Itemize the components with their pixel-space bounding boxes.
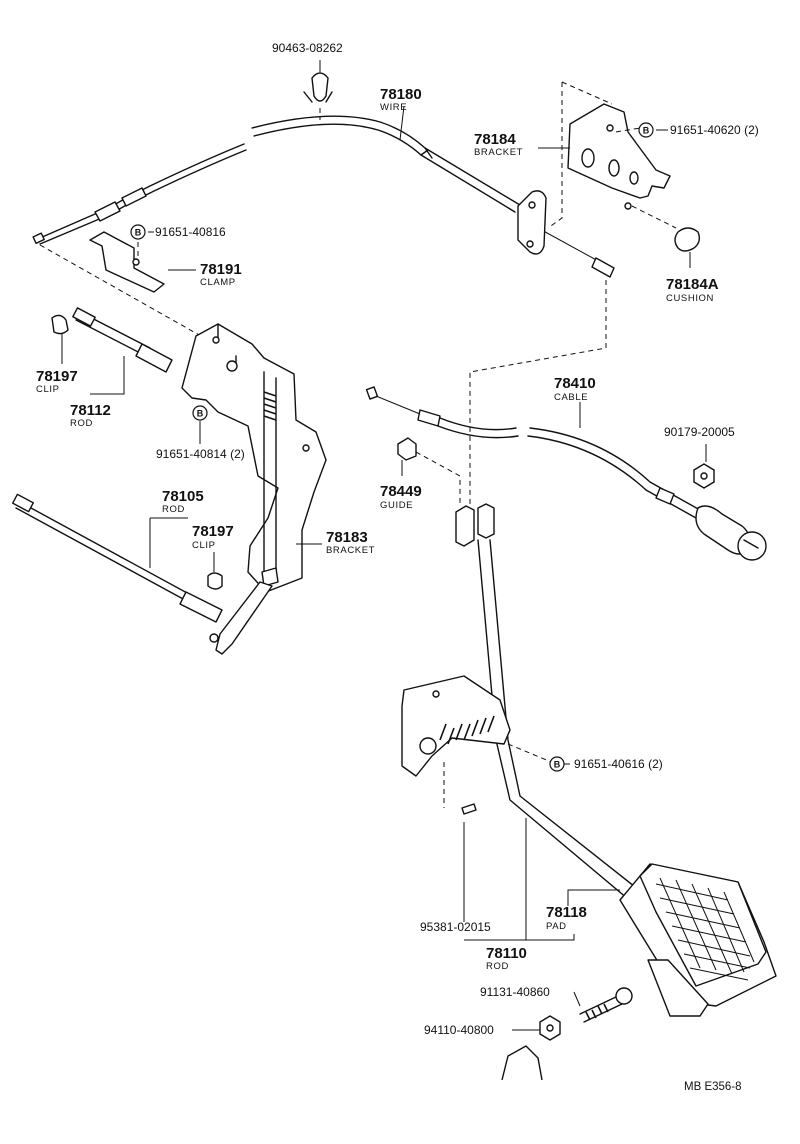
lower-stub — [501, 1045, 543, 1081]
label-78105: 78105 — [162, 488, 204, 505]
wire-78180 — [32, 115, 615, 278]
label-78118: 78118 — [546, 904, 587, 921]
label-91651-40816: 91651-40816 — [155, 225, 226, 239]
svg-text:B: B — [135, 228, 142, 238]
clamp-78191 — [89, 231, 165, 293]
caption-clip-left: CLIP — [36, 384, 60, 395]
label-78112: 78112 — [70, 402, 111, 419]
label-78449: 78449 — [380, 483, 422, 500]
label-78110: 78110 — [486, 945, 527, 962]
caption-bracket-mid: BRACKET — [326, 545, 375, 556]
b-marker-top-right: B — [638, 122, 654, 138]
clip-78197-left — [51, 314, 69, 335]
label-78197-left: 78197 — [36, 368, 78, 385]
nut-90179-20005 — [693, 463, 715, 489]
pin-95381-02015 — [461, 803, 477, 815]
pad-texture — [655, 877, 755, 981]
nut-94110-40800 — [539, 1015, 561, 1041]
svg-text:B: B — [554, 760, 561, 770]
wire-plate — [517, 190, 547, 255]
caption-cable: CABLE — [554, 392, 588, 403]
label-90179-20005: 90179-20005 — [664, 425, 735, 439]
caption-clamp: CLAMP — [200, 277, 236, 288]
caption-clip-lower: CLIP — [192, 540, 216, 551]
label-95381-02015: 95381-02015 — [420, 920, 491, 934]
label-78191: 78191 — [200, 261, 242, 278]
svg-text:B: B — [197, 409, 204, 419]
label-78184A: 78184A — [666, 276, 719, 293]
caption-rod-left: ROD — [70, 418, 93, 429]
caption-rod-lower: ROD — [162, 504, 185, 515]
leader-lines — [61, 105, 707, 1031]
cable-78410 — [365, 386, 767, 561]
pedal-rod-78110 — [455, 503, 645, 905]
label-91131-40860: 91131-40860 — [480, 985, 550, 999]
label-78410: 78410 — [554, 375, 596, 392]
bolt-91131-40860 — [579, 987, 633, 1023]
guide-78449 — [397, 437, 461, 506]
rod-78105 — [12, 493, 223, 623]
clip-90463-08262 — [303, 60, 333, 120]
label-78184: 78184 — [474, 131, 516, 148]
b-marker-bracket: B — [192, 405, 208, 421]
rod-78112 — [72, 307, 173, 373]
pad-78118 — [619, 863, 777, 1017]
label-78197-lower: 78197 — [192, 523, 234, 540]
svg-text:B: B — [643, 126, 650, 136]
caption-rod-pedal: ROD — [486, 961, 509, 972]
caption-pad: PAD — [546, 921, 567, 932]
cushion-78184A — [674, 227, 701, 252]
label-94110-40800: 94110-40800 — [424, 1023, 494, 1037]
bracket-78184 — [547, 81, 677, 229]
label-91651-40616: 91651-40616 (2) — [574, 757, 663, 771]
drawing-reference: MB E356-8 — [684, 1081, 742, 1093]
caption-cushion: CUSHION — [666, 293, 714, 304]
bracket-78183 — [181, 323, 327, 655]
caption-bracket-top: BRACKET — [474, 147, 523, 158]
clip-78197-lower — [207, 572, 223, 590]
b-marker-clamp: B — [130, 224, 146, 240]
caption-guide: GUIDE — [380, 500, 413, 511]
leader-dash — [469, 280, 607, 520]
pedal-bracket — [401, 675, 557, 808]
label-78180: 78180 — [380, 86, 422, 103]
label-90463-08262: 90463-08262 — [272, 41, 343, 55]
b-marker-pedal: B — [549, 756, 565, 772]
caption-wire: WIRE — [380, 102, 407, 113]
label-91651-40814: 91651-40814 (2) — [156, 447, 245, 461]
label-91651-40620: 91651-40620 (2) — [670, 123, 759, 137]
label-78183: 78183 — [326, 529, 368, 546]
